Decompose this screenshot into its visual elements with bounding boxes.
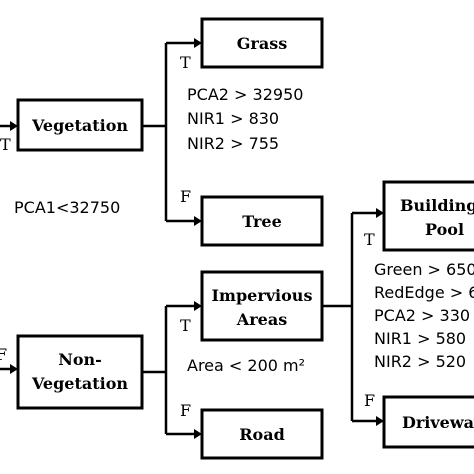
impervious-label-line1: Impervious — [212, 286, 313, 305]
non-vegetation-branch-lines — [142, 301, 202, 439]
road-label: Road — [239, 425, 285, 444]
root-false-edge — [0, 364, 18, 374]
root-false-label: F — [0, 345, 7, 364]
impervious-true-label: T — [364, 230, 375, 249]
tree-node — [200, 195, 324, 247]
non-vegetation-node — [16, 334, 144, 410]
root-condition: PCA1<32750 — [14, 198, 120, 217]
root-true-edge — [0, 121, 18, 131]
vegetation-node — [16, 98, 144, 152]
impervious-condition-1: Green > 650 — [374, 260, 474, 279]
impervious-condition-2: RedEdge > 6 — [374, 283, 474, 302]
building-label-line1: Building — [400, 196, 474, 215]
non-vegetation-true-label: T — [180, 316, 191, 335]
root-true-label: T — [0, 135, 11, 154]
building-pool-node — [382, 180, 474, 252]
impervious-condition-5: NIR2 > 520 — [374, 352, 466, 371]
impervious-branch-lines — [322, 208, 384, 426]
vegetation-false-label: F — [180, 187, 191, 206]
driveway-node — [382, 395, 474, 449]
vegetation-branch-lines — [142, 38, 202, 226]
vegetation-true-label: T — [180, 53, 191, 72]
impervious-false-label: F — [364, 391, 375, 410]
road-node — [200, 408, 324, 460]
impervious-condition-4: NIR1 > 580 — [374, 329, 466, 348]
driveway-label: Driveway — [402, 413, 474, 432]
non-vegetation-label-line1: Non- — [58, 350, 102, 369]
grass-label: Grass — [237, 34, 287, 53]
vegetation-condition-3: NIR2 > 755 — [187, 134, 279, 153]
vegetation-condition-2: NIR1 > 830 — [187, 109, 279, 128]
impervious-label-line2: Areas — [236, 310, 287, 329]
grass-node — [200, 17, 324, 69]
non-vegetation-false-label: F — [180, 401, 191, 420]
vegetation-label: Vegetation — [31, 116, 128, 135]
building-label-line2: Pool — [425, 220, 464, 239]
impervious-areas-node — [200, 270, 324, 342]
tree-label: Tree — [242, 212, 282, 231]
non-vegetation-condition: Area < 200 m² — [187, 356, 305, 375]
non-vegetation-label-line2: Vegetation — [31, 374, 128, 393]
impervious-condition-3: PCA2 > 330 — [374, 306, 470, 325]
vegetation-condition-1: PCA2 > 32950 — [187, 85, 303, 104]
